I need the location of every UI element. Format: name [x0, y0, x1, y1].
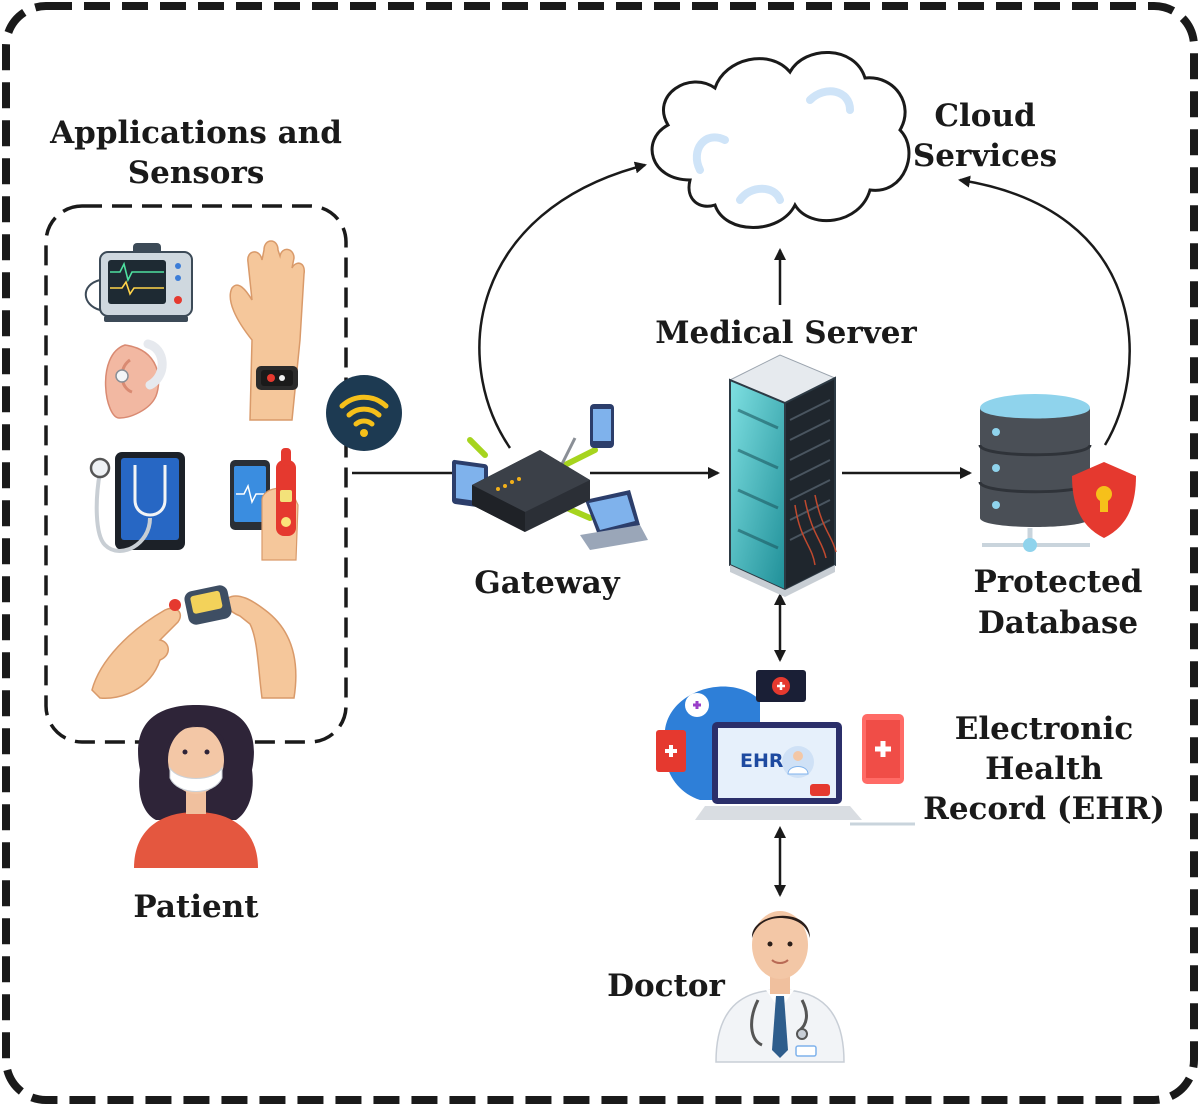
wifi-icon: [326, 375, 402, 451]
patient-icon: [134, 705, 258, 868]
laptop-icon: [580, 490, 648, 550]
cloud-icon: [650, 50, 911, 229]
ehr-screen-text: EHR: [740, 750, 784, 772]
cloud-services-label-line1: Cloud: [934, 98, 1035, 134]
smartwatch-hand-icon: [229, 240, 305, 421]
cloud-services-label-line2: Services: [913, 138, 1057, 174]
ecg-monitor-icon: [84, 243, 193, 322]
ehr-laptop-icon: EHR: [656, 670, 915, 826]
shield-lock-icon: [1072, 462, 1136, 538]
router-icon: [472, 437, 590, 532]
doctor-icon: [715, 911, 845, 1063]
flow-arrows: [352, 161, 1131, 897]
arrow-gateway-to-cloud: [478, 161, 647, 449]
medical-server-label: Medical Server: [655, 315, 917, 351]
server-rack-icon: [728, 354, 837, 597]
phone-icon: [590, 404, 614, 448]
database-icon: [978, 394, 1092, 552]
apps-sensors-label-line1: Applications and: [49, 115, 342, 151]
apps-sensors-label-line2: Sensors: [128, 155, 265, 191]
gateway-label: Gateway: [474, 565, 620, 601]
doctor-label: Doctor: [607, 968, 725, 1004]
hearing-aid-icon: [104, 339, 167, 419]
gateway-cluster: [452, 404, 648, 550]
protected-database-label-line2: Database: [978, 605, 1138, 641]
arrow-database-to-cloud: [958, 175, 1131, 446]
glucose-meter-icon: [91, 585, 297, 699]
protected-database-label-line1: Protected: [974, 564, 1143, 600]
ehr-label-line3: Record (EHR): [923, 791, 1165, 827]
ehr-label-line1: Electronic: [955, 711, 1134, 747]
thermometer-phone-icon: [230, 448, 299, 561]
ehr-label-line2: Health: [985, 751, 1103, 787]
patient-label: Patient: [133, 889, 259, 925]
stethoscope-tablet-icon: [89, 452, 185, 553]
